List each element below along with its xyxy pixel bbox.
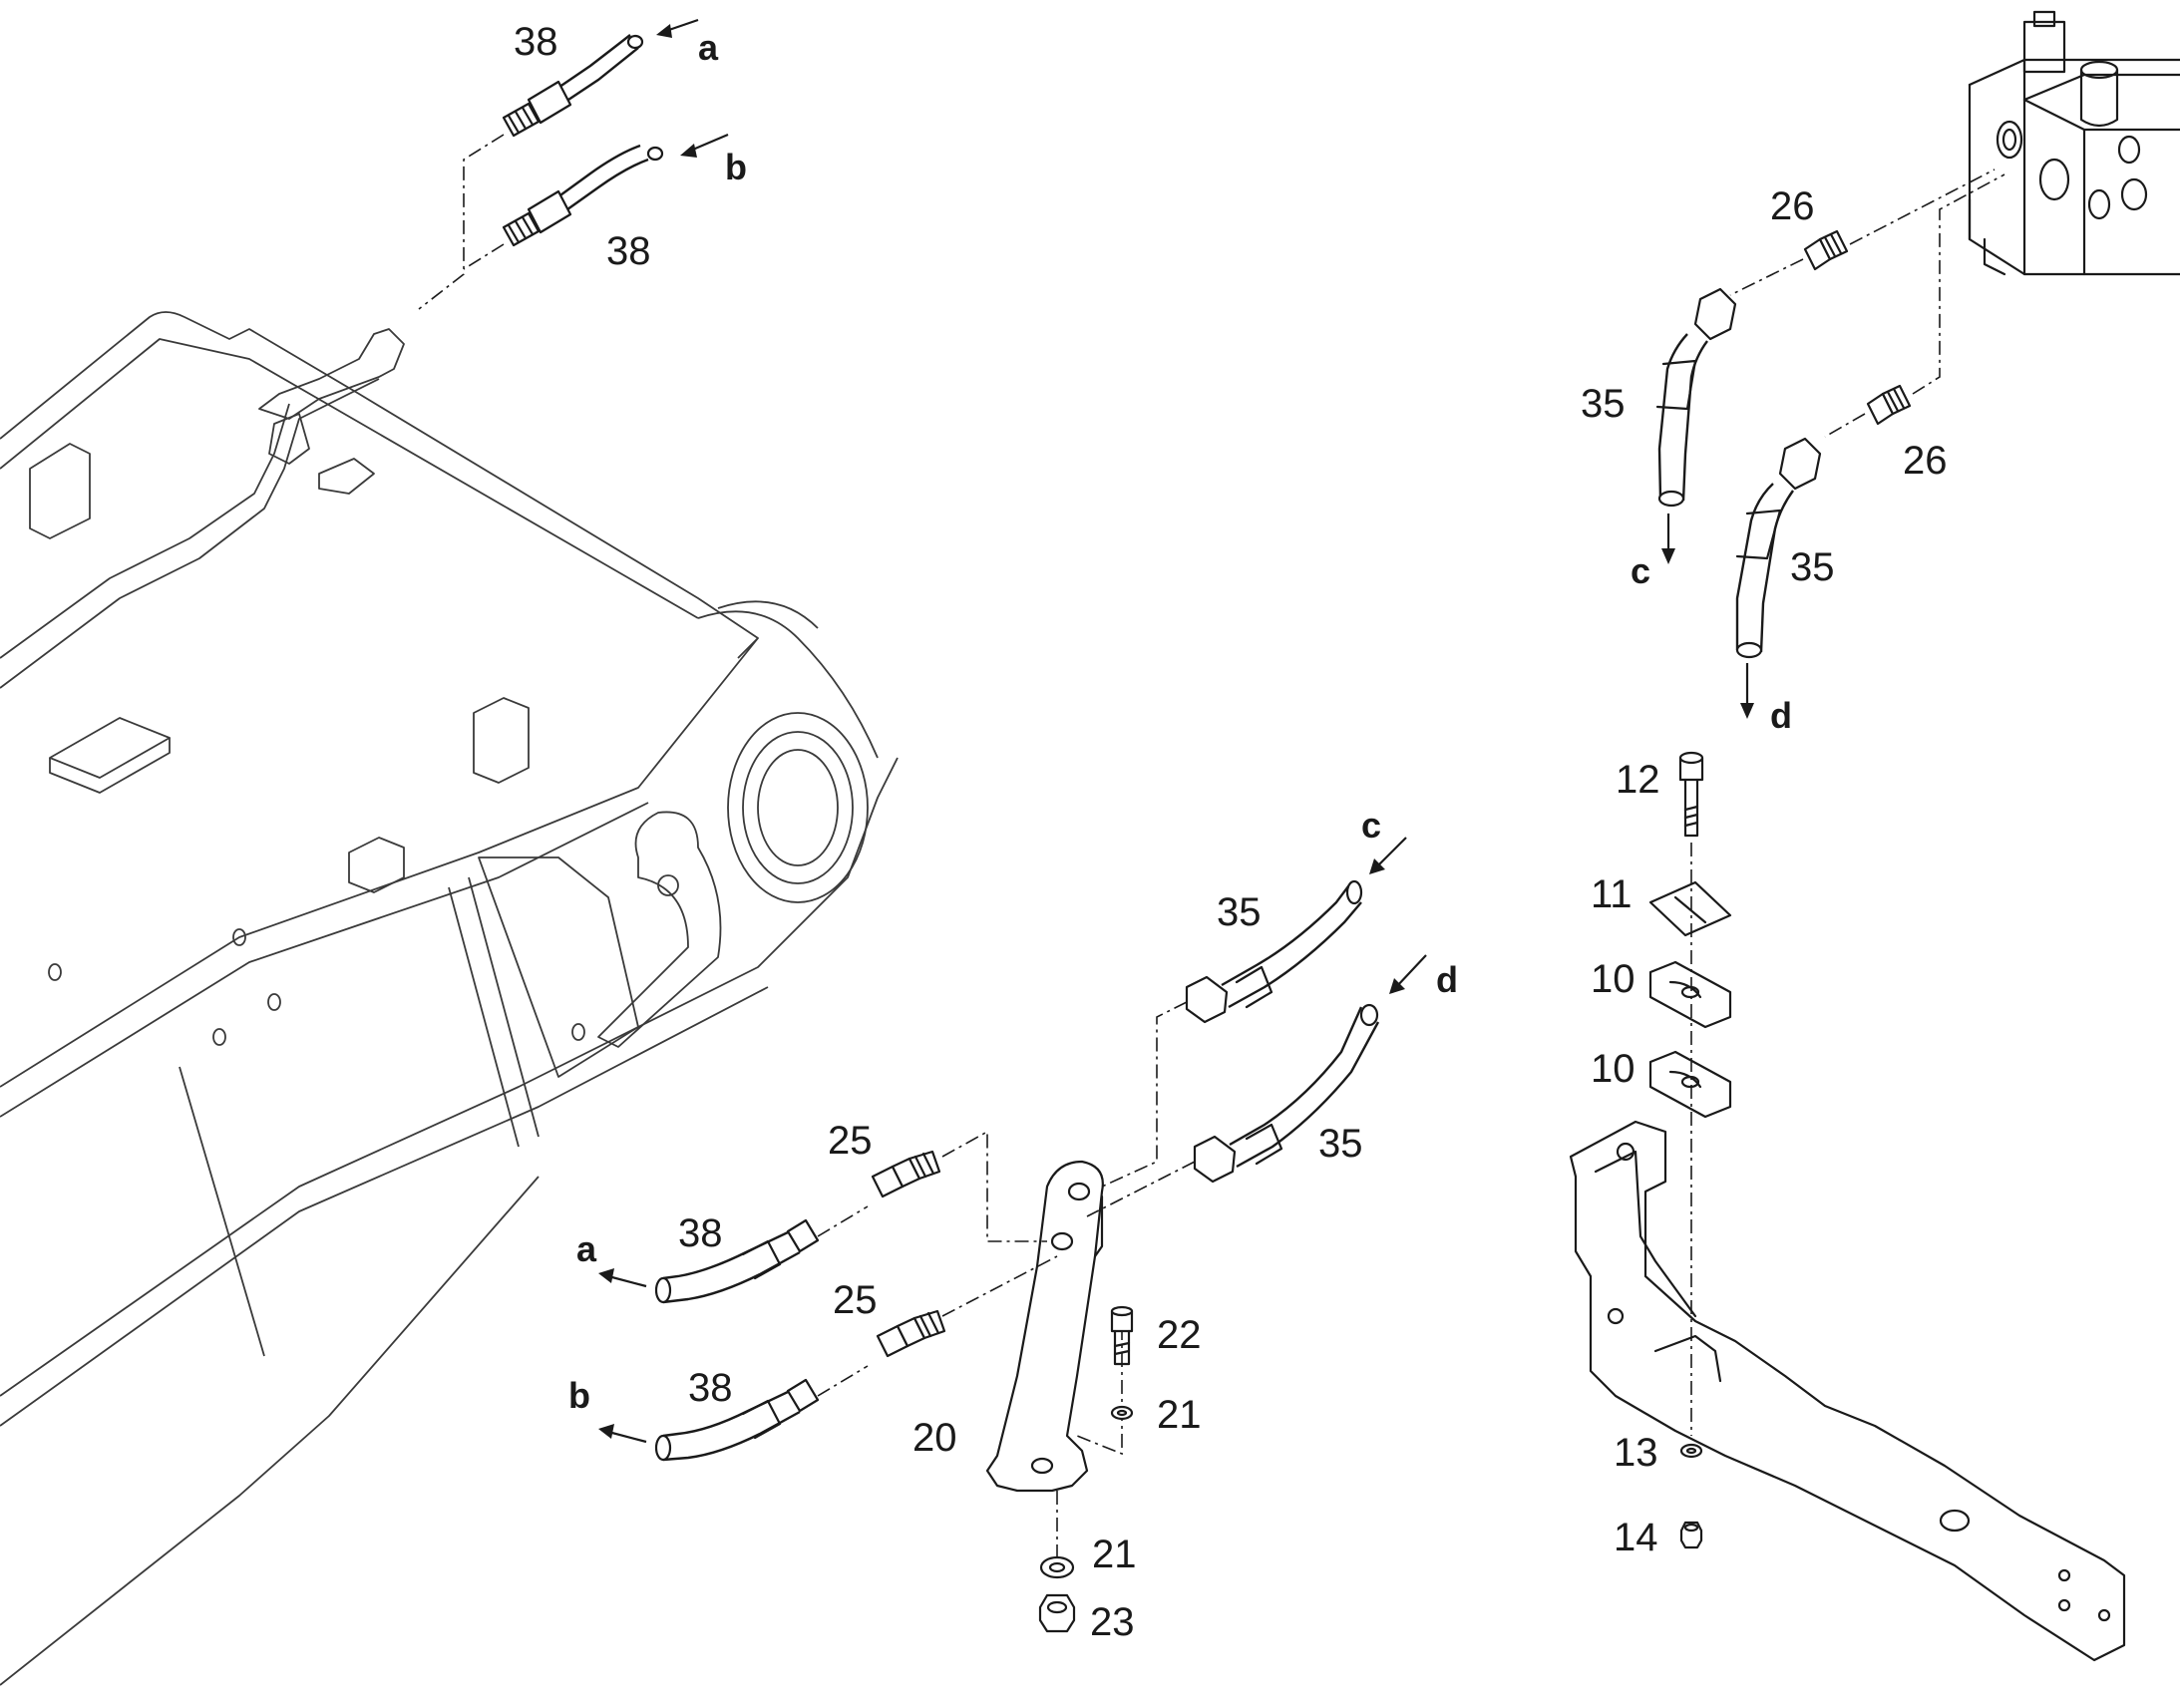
hose-35-right-d	[1735, 437, 1822, 659]
arrow-low-b	[598, 1424, 647, 1444]
callout-38-low-a: 38	[678, 1211, 723, 1255]
arrow-right-d	[1740, 663, 1754, 719]
hose-38-lower-b	[654, 1378, 820, 1462]
cover-plate-11	[1648, 880, 1732, 937]
washer-21-lower	[1039, 1555, 1075, 1579]
callout-20: 20	[912, 1416, 957, 1460]
bolt-12	[1678, 751, 1704, 838]
callout-25-upper: 25	[828, 1119, 873, 1163]
letter-right-c: c	[1631, 550, 1650, 591]
letter-top-b: b	[725, 147, 747, 187]
control-valve-block	[1968, 10, 2180, 276]
letter-top-a: a	[698, 27, 719, 68]
arrow-right-c	[1661, 513, 1675, 564]
callout-11: 11	[1591, 872, 1633, 916]
leader-26-35-upper	[1729, 258, 1804, 296]
hose-38-lower-a	[654, 1218, 820, 1304]
nut-14	[1679, 1521, 1703, 1549]
arrow-top-a	[656, 18, 699, 38]
leader-26-35-lower	[1824, 413, 1866, 438]
clamp-half-10-lower	[1648, 1050, 1732, 1119]
boom-arm	[0, 311, 899, 1686]
letter-mid-c: c	[1361, 805, 1381, 846]
arrow-top-b	[680, 133, 729, 158]
hose-35-mid-c	[1185, 879, 1363, 1024]
letter-low-a: a	[576, 1228, 597, 1269]
callout-23: 23	[1090, 1600, 1135, 1644]
fitting-26-lower	[1866, 384, 1912, 426]
callout-38-top-a: 38	[514, 20, 558, 64]
leader-25-upper	[941, 1130, 1047, 1242]
callout-38-top-b: 38	[606, 229, 651, 273]
callout-26-upper: 26	[1770, 184, 1815, 228]
hose-35-mid-d	[1193, 1003, 1380, 1184]
hose-38-upper-a	[502, 34, 644, 138]
callout-35-mid-d: 35	[1318, 1122, 1363, 1166]
letter-right-d: d	[1770, 695, 1792, 736]
nut-23	[1038, 1593, 1076, 1633]
arrow-mid-c	[1369, 837, 1407, 874]
callout-38-low-b: 38	[688, 1366, 733, 1410]
bolt-22	[1110, 1305, 1134, 1366]
letter-mid-d: d	[1436, 959, 1458, 1000]
arrow-low-a	[598, 1268, 647, 1288]
leader-top-hoses-b	[463, 243, 505, 270]
arrow-mid-d	[1389, 954, 1427, 994]
callout-22: 22	[1157, 1313, 1202, 1357]
washer-21-upper	[1110, 1405, 1134, 1421]
leader-top-hoses	[418, 134, 505, 310]
callout-13: 13	[1614, 1431, 1658, 1475]
mounting-bracket	[1569, 1120, 2126, 1662]
callout-21-upper: 21	[1157, 1393, 1202, 1437]
washer-13	[1679, 1443, 1703, 1459]
fitting-26-upper	[1803, 229, 1849, 271]
callout-10-lower: 10	[1591, 1047, 1635, 1091]
leader-valve-upper	[1849, 169, 1996, 245]
fitting-25-lower	[876, 1309, 946, 1358]
callout-12: 12	[1616, 758, 1660, 802]
leader-valve-lower	[1912, 173, 2005, 395]
leader-mid-d	[1086, 1161, 1196, 1217]
callout-14: 14	[1614, 1516, 1658, 1559]
callout-35-right-c: 35	[1581, 382, 1626, 426]
hose-38-upper-b	[502, 144, 664, 247]
fitting-25-upper	[871, 1150, 941, 1198]
leader-25-lower	[941, 1255, 1058, 1317]
callout-26-lower: 26	[1903, 439, 1948, 483]
callout-25-lower: 25	[833, 1278, 878, 1322]
letter-low-b: b	[568, 1375, 590, 1416]
callout-35-mid-c: 35	[1217, 890, 1262, 934]
callout-10-upper: 10	[1591, 957, 1635, 1001]
callout-21-lower: 21	[1092, 1533, 1137, 1576]
hose-35-right-c	[1655, 287, 1737, 508]
leader-mid-c	[1101, 1001, 1188, 1188]
callout-35-right-d: 35	[1790, 545, 1835, 589]
leader-38-25-lower	[817, 1365, 869, 1397]
hose-bracket-20	[985, 1160, 1104, 1493]
clamp-half-10-upper	[1648, 960, 1732, 1029]
leader-38-25-upper	[817, 1205, 869, 1237]
leader-bracket-bolt	[1076, 1326, 1123, 1456]
